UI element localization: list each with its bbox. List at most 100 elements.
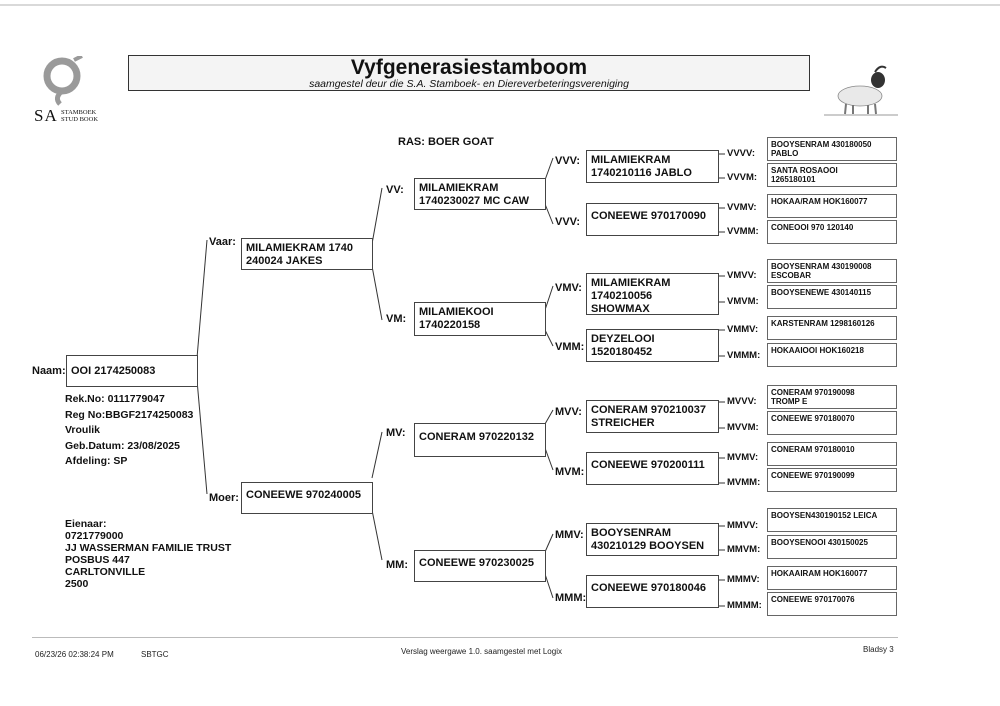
logo-line-2: STUD BOOK [61,116,99,123]
gen4-box-10: CONEEWE 970180070 [767,411,897,435]
owner-phone: 0721779000 [65,530,124,542]
footer-code: SBTGC [141,650,169,659]
gen3-name-1: MILAMIEKRAM 1740210116 JABLO [591,154,692,179]
gen4-label-14: MMVM: [727,544,761,555]
gen4-box-13: BOOYSEN430190152 LEICA [767,508,897,532]
gen2-box-vm: MILAMIEKOOI 1740220158 [414,302,546,336]
gen4-box-3: HOKAA/RAM HOK160077 [767,194,897,218]
gen4-label-10: MVVM: [727,422,759,433]
gen2-label-mm: MM: [386,559,408,571]
gen3-name-4: DEYZELOOI 1520180452 [591,333,655,358]
gen2-label-vv: VV: [386,184,404,196]
gen4-label-2: VVVM: [727,172,758,183]
logo-studbook-text: STAMBOEK STUD BOOK [61,109,98,123]
gen4-label-7: VMMV: [727,324,759,335]
footer-page-number: Bladsy 3 [863,645,894,654]
section: Afdeling: SP [65,455,128,467]
gen4-name-8: HOKAAIOOI HOK160218 [771,346,864,355]
gen4-label-6: VMVM: [727,296,759,307]
gen4-name-9: CONERAM 970190098 TROMP E [771,388,855,406]
gen1-label-moer: Moer: [209,492,239,504]
gen3-name-6: CONEEWE 970200111 [591,459,705,471]
owner-code: 2500 [65,578,89,590]
gen3-name-5: CONERAM 970210037 STREICHER [591,404,706,429]
gen2-name-mv: CONERAM 970220132 [419,431,534,443]
gen4-label-9: MVVV: [727,396,757,407]
gen4-name-1: BOOYSENRAM 430180050 PABLO [771,140,872,158]
footer-report-version: Verslag weergawe 1.0. saamgestel met Log… [401,647,562,656]
gen4-name-15: HOKAAIRAM HOK160077 [771,569,868,578]
birth-date: Geb.Datum: 23/08/2025 [65,439,180,452]
gen4-box-7: KARSTENRAM 1298160126 [767,316,897,340]
gen2-box-mv: CONERAM 970220132 [414,423,546,457]
gen4-box-11: CONERAM 970180010 [767,442,897,466]
gen3-box-5: CONERAM 970210037 STREICHER [586,400,719,433]
gen3-label-vvv-2: VVV: [555,216,581,228]
gen3-box-4: DEYZELOOI 1520180452 [586,329,719,362]
gen3-label-vvv-1: VVV: [555,155,581,167]
subject-animal-name: OOI 2174250083 [71,365,156,377]
sa-stud-book-logo-icon [43,56,83,106]
reg-no: Reg No:BBGF2174250083 [65,408,194,421]
gen3-box-8: CONEEWE 970180046 [586,575,719,608]
title-banner: Vyfgenerasiestamboom saamgestel deur die… [128,55,810,91]
gen4-name-14: BOOYSENOOI 430150025 [771,538,868,547]
gen3-box-2: CONEEWE 970170090 [586,203,719,236]
dam-name: CONEEWE 970240005 [246,489,361,501]
gen4-label-5: VMVV: [727,270,757,281]
footer-datetime: 06/23/26 02:38:24 PM [35,650,114,659]
gen4-box-4: CONEOOI 970 120140 [767,220,897,244]
gen4-name-6: BOOYSENEWE 430140115 [771,288,872,297]
gen4-box-12: CONEEWE 970190099 [767,468,897,492]
owner-details: Eienaar: 0721779000 JJ WASSERMAN FAMILIE… [65,518,231,590]
gen4-label-3: VVMV: [727,202,757,213]
breed-label: RAS: BOER GOAT [398,136,494,148]
rek-no: Rek.No: 0111779047 [65,393,165,405]
gen2-box-vv: MILAMIEKRAM 1740230027 MC CAW [414,178,546,210]
gen3-label-vmv: VMV: [555,282,582,294]
gen4-label-4: VVMM: [727,226,759,237]
gen4-name-4: CONEOOI 970 120140 [771,223,854,232]
gen4-name-12: CONEEWE 970190099 [771,471,855,480]
gen4-label-11: MVMV: [727,452,759,463]
subject-details: Rek.No: 0111779047 Reg No:BBGF2174250083… [65,392,193,470]
gen3-box-7: BOOYSENRAM 430210129 BOOYSEN [586,523,719,556]
gen3-label-mvv: MVV: [555,406,582,418]
boer-goat-image [824,65,898,116]
gen3-label-mvm: MVM: [555,466,585,478]
gen4-box-16: CONEEWE 970170076 [767,592,897,616]
gen4-name-3: HOKAA/RAM HOK160077 [771,197,868,206]
subject-animal-box: OOI 2174250083 [66,355,198,387]
owner-label: Eienaar: [65,518,107,530]
page-subtitle: saamgestel deur die S.A. Stamboek- en Di… [309,78,629,90]
sire-name: MILAMIEKRAM 1740 240024 JAKES [246,242,353,267]
gen4-name-2: SANTA ROSAOOI 1265180101 [771,166,838,184]
gen2-name-vm: MILAMIEKOOI 1740220158 [419,306,494,331]
gen2-label-mv: MV: [386,427,406,439]
footer-divider [32,637,898,638]
owner-name: JJ WASSERMAN FAMILIE TRUST [65,542,232,554]
gen3-name-7: BOOYSENRAM 430210129 BOOYSEN [591,527,705,552]
gen3-name-2: CONEEWE 970170090 [591,210,706,222]
owner-box: POSBUS 447 [65,554,130,566]
gen3-name-8: CONEEWE 970180046 [591,582,706,594]
gen4-name-11: CONERAM 970180010 [771,445,855,454]
logo-line-1: STAMBOEK [61,109,97,116]
gen4-label-1: VVVV: [727,148,755,159]
top-edge-line [0,4,1000,6]
gen4-label-13: MMVV: [727,520,759,531]
page-title: Vyfgenerasiestamboom [350,56,588,79]
gen3-box-6: CONEEWE 970200111 [586,452,719,485]
gen3-label-mmm: MMM: [555,592,587,604]
gen3-box-3: MILAMIEKRAM 1740210056 SHOWMAX [586,273,719,315]
gen3-box-1: MILAMIEKRAM 1740210116 JABLO [586,150,719,183]
gen4-label-12: MVMM: [727,477,761,488]
gen2-name-mm: CONEEWE 970230025 [419,557,534,569]
logo-sa-text: SA [34,106,58,125]
gen1-label-vaar: Vaar: [209,236,236,248]
gen4-box-9: CONERAM 970190098 TROMP E [767,385,897,409]
owner-town: CARLTONVILLE [65,566,146,578]
gen4-name-10: CONEEWE 970180070 [771,414,855,423]
gen3-label-mmv: MMV: [555,529,584,541]
